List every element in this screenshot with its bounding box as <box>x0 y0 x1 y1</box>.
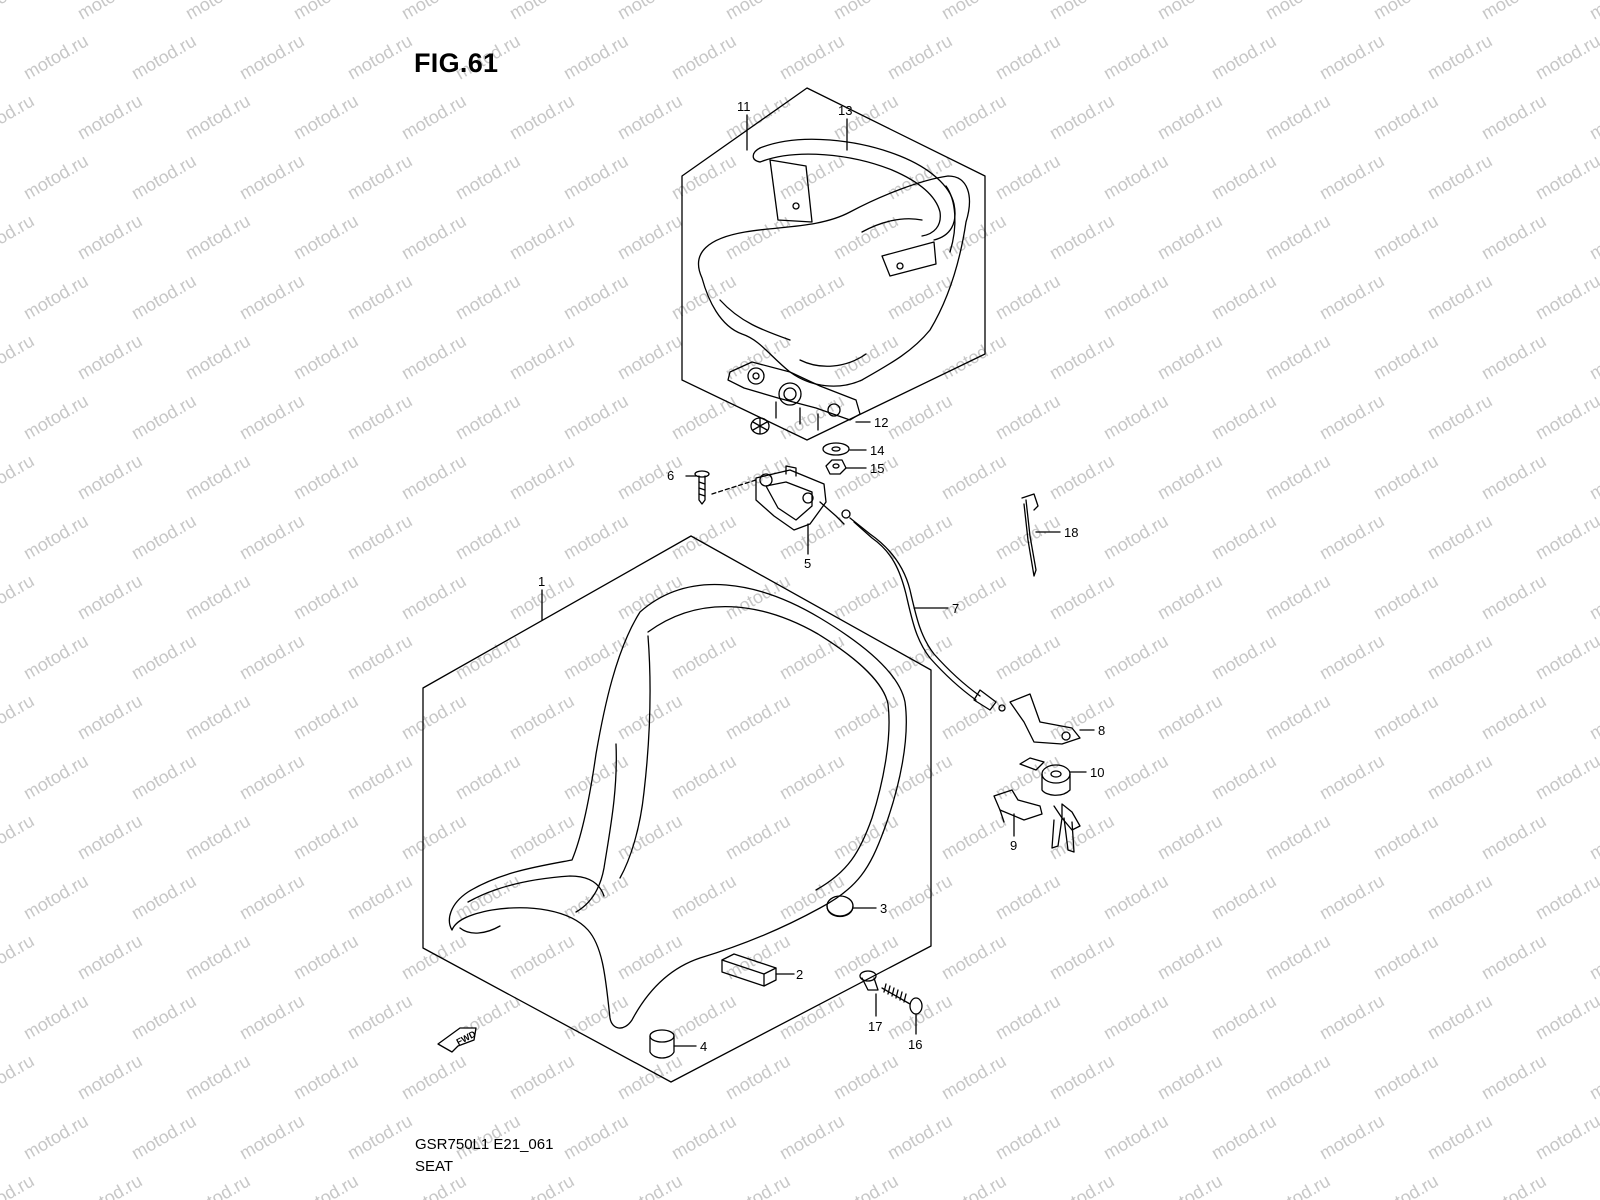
callout-leaders <box>541 114 1095 1047</box>
collar <box>859 970 879 991</box>
seat-damper <box>826 895 854 918</box>
seat-cushion-rubber <box>649 1029 675 1059</box>
diagram-name: SEAT <box>415 1158 454 1175</box>
keys <box>1051 803 1081 853</box>
callout-7: 7 <box>952 601 959 616</box>
nut <box>825 459 847 475</box>
callout-13: 13 <box>838 103 852 118</box>
seat-lock-assembly <box>755 465 845 531</box>
lock-retainer <box>993 789 1043 823</box>
callout-1: 1 <box>538 574 545 589</box>
callout-14: 14 <box>870 443 884 458</box>
callout-16: 16 <box>908 1037 922 1052</box>
diagram-code: GSR750L1 E21_061 <box>415 1136 554 1153</box>
part-callouts: 1 2 3 4 5 6 7 8 9 10 11 12 13 14 15 16 1… <box>538 99 1105 1054</box>
bolt <box>881 983 923 1015</box>
rear-seat-group-outline <box>681 87 986 441</box>
rear-seat-cushion <box>697 175 970 387</box>
figure-title: FIG.61 <box>414 48 499 78</box>
callout-12: 12 <box>874 415 888 430</box>
screw <box>694 470 757 505</box>
grommet <box>750 417 770 435</box>
washer <box>822 442 850 456</box>
callout-17: 17 <box>868 1019 882 1034</box>
fwd-arrow-icon <box>437 1027 477 1053</box>
grab-strap <box>752 138 956 277</box>
callout-8: 8 <box>1098 723 1105 738</box>
seat-bracket-plate <box>727 361 861 431</box>
callout-11: 11 <box>737 99 751 114</box>
front-seat-group-outline <box>422 535 932 1083</box>
callout-15: 15 <box>870 461 884 476</box>
seat-lock-cylinder <box>1019 757 1071 796</box>
callout-6: 6 <box>667 468 674 483</box>
cable-holder <box>1021 493 1039 577</box>
callout-4: 4 <box>700 1039 707 1054</box>
callout-18: 18 <box>1064 525 1078 540</box>
seat-lock-cable <box>841 509 1006 712</box>
front-seat <box>448 583 907 1029</box>
callout-5: 5 <box>804 556 811 571</box>
lock-bracket <box>1009 693 1081 745</box>
callout-3: 3 <box>880 901 887 916</box>
callout-10: 10 <box>1090 765 1104 780</box>
callout-2: 2 <box>796 967 803 982</box>
seat-pad <box>721 953 777 987</box>
callout-9: 9 <box>1010 838 1017 853</box>
